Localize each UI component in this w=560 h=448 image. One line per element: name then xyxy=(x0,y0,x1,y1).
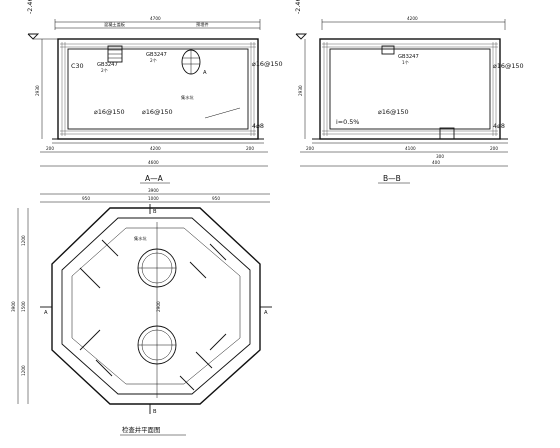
rebar-hook xyxy=(179,375,195,391)
dim-bottom-bb-2: 4100 xyxy=(405,146,416,151)
sump-pit xyxy=(439,127,455,140)
bar-bottom-bb: ⌀16@150 xyxy=(378,108,409,116)
leader-line xyxy=(204,107,241,119)
section-title-aa: A—A xyxy=(145,174,164,183)
dim-sump-1: 300 xyxy=(436,154,444,159)
dim-bottom-bb-3: 200 xyxy=(490,146,498,151)
bar-bottom-2: ⌀16@150 xyxy=(142,108,173,116)
plan-dim-top: 3900 xyxy=(148,188,159,193)
rebar-hook xyxy=(95,359,113,377)
section-title-bb: B—B xyxy=(383,174,401,183)
elevation-triangle xyxy=(27,33,40,40)
marker-a-right: A xyxy=(264,310,268,316)
dim-bottom-1: 200 xyxy=(46,146,54,151)
dim-height-bb: 2930 xyxy=(298,85,303,96)
cover-label: C30 xyxy=(71,62,84,70)
marker-a-left: A xyxy=(44,310,48,316)
plate-note-2: GB3247 xyxy=(146,52,167,58)
plate-note-1b: 2个 xyxy=(101,68,109,73)
marker-a: A xyxy=(203,70,207,76)
rebar-hook xyxy=(209,333,227,351)
bottom-slab xyxy=(52,130,264,144)
octagon-wall xyxy=(71,227,241,385)
plan-dim-top-3: 950 xyxy=(212,196,220,201)
note-mid: 集水坑 xyxy=(181,94,194,101)
plan-dim-left-2: 1500 xyxy=(21,301,26,312)
plate-note-bb: GB3247 xyxy=(398,54,419,60)
plan-dim-left-3: 1200 xyxy=(21,365,26,376)
bar-bottom-1: ⌀16@150 xyxy=(94,108,125,116)
dim-top-bb: 4200 xyxy=(407,16,418,21)
rebar-hook xyxy=(209,243,227,261)
plan-dim-left: 3900 xyxy=(11,301,16,312)
chamber-inner-bb xyxy=(329,48,491,130)
dim-bottom-2: 4200 xyxy=(150,146,161,151)
dim-sump-2: 400 xyxy=(432,160,440,165)
plate-note-2b: 2个 xyxy=(150,58,158,63)
elevation-triangle-bb xyxy=(295,33,308,40)
rebar-hook xyxy=(195,351,213,369)
section-bb: -2.465 4200 GB3247 1个 ⌀16@150 ⌀16@150 i=… xyxy=(294,0,524,184)
plan-title: 检查井平面图 xyxy=(122,425,160,434)
dim-bottom-4: 4600 xyxy=(148,160,159,165)
plan-note: 集水坑 xyxy=(134,235,147,242)
plate-note-1: GB3247 xyxy=(97,62,118,68)
bar-side: ⌀16@150 xyxy=(252,60,283,68)
octagon-outer xyxy=(51,207,261,405)
elevation-label: -2.465 xyxy=(26,0,34,14)
bar-corner-bb: 4⌀8 xyxy=(493,122,505,130)
note-top-right: 预埋件 xyxy=(196,21,209,28)
dim-bottom-bb-1: 200 xyxy=(306,146,314,151)
rebar-hook xyxy=(101,239,119,257)
elevation-label-bb: -2.465 xyxy=(294,0,302,14)
dim-height: 2930 xyxy=(35,85,40,96)
rebar-hook xyxy=(79,267,101,289)
octagon-inner xyxy=(61,217,251,395)
plate-note-bb-b: 1个 xyxy=(402,60,410,65)
note-top-left: 混凝土盖板 xyxy=(104,21,126,28)
plan-dim-top-1: 950 xyxy=(82,196,90,201)
top-slab xyxy=(60,43,256,48)
top-opening-bb xyxy=(381,45,395,55)
bar-slope-bb: i=0.5% xyxy=(336,118,359,126)
bar-side-bb: ⌀16@150 xyxy=(493,62,524,70)
plan-dim-inner: 2900 xyxy=(156,301,161,312)
dim-top: 4700 xyxy=(150,16,161,21)
section-aa: -2.465 4700 混凝土盖板 预埋件 xyxy=(26,0,283,184)
walls xyxy=(61,42,255,136)
plan-dim-left-1: 1200 xyxy=(21,235,26,246)
bar-corner: 4⌀8 xyxy=(252,122,264,130)
rebar-hook xyxy=(189,261,207,279)
rebar-hook xyxy=(79,329,101,351)
marker-b-top: B xyxy=(153,209,157,215)
dim-bottom-3: 200 xyxy=(246,146,254,151)
plan-view: 3900 950 1000 950 B 集水 xyxy=(11,188,272,436)
plan-dim-top-2: 1000 xyxy=(148,196,159,201)
chamber-inner xyxy=(67,48,249,130)
marker-b-bottom: B xyxy=(153,409,157,415)
plan-rebar xyxy=(79,239,227,391)
